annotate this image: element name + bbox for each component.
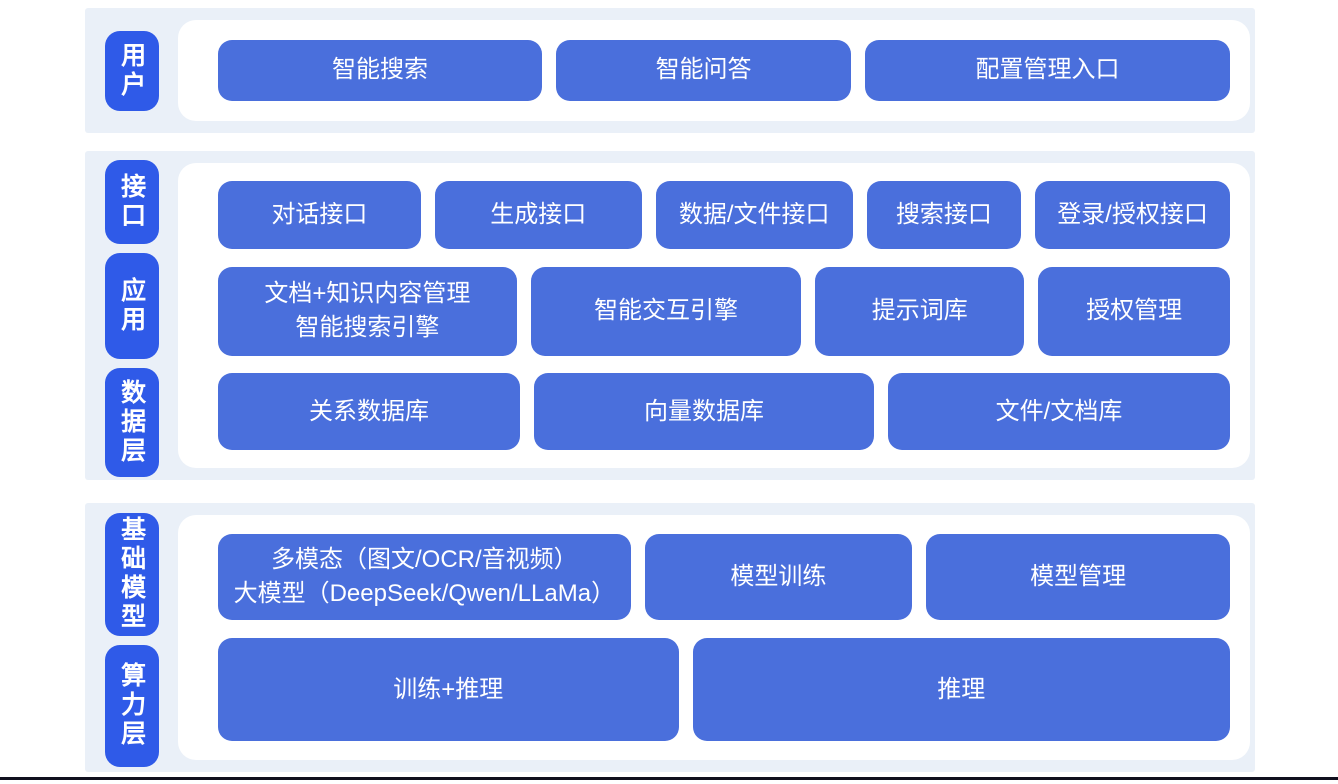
node-data-file-api-label: 数据/文件接口: [678, 200, 830, 228]
layer-label-compute-text: 算力层: [117, 662, 146, 750]
node-vector-db: 向量数据库: [534, 373, 874, 451]
node-prompt-library-label: 提示词库: [871, 296, 968, 324]
node-smart-qa: 智能问答: [556, 40, 852, 101]
node-file-doc-store-label: 文件/文档库: [995, 397, 1123, 425]
node-smart-search-label: 智能搜索: [332, 56, 428, 84]
layer-label-application: 应用: [104, 252, 159, 360]
foundation-compute-card: 多模态（图文/OCR/音视频） 大模型（DeepSeek/Qwen/LLaMa）…: [178, 515, 1250, 760]
node-doc-knowledge-search-engine-label: 文档+知识内容管理 智能搜索引擎: [264, 279, 471, 341]
layer-label-foundation-model: 基础模型: [104, 513, 159, 636]
node-generation-api-label: 生成接口: [490, 200, 587, 228]
node-file-doc-store: 文件/文档库: [888, 373, 1230, 451]
data-row: 关系数据库 向量数据库 文件/文档库: [218, 373, 1230, 451]
node-interactive-engine-label: 智能交互引擎: [594, 296, 739, 324]
node-config-mgmt-entry: 配置管理入口: [865, 40, 1230, 101]
foundation-compute-rail: 基础模型 算力层: [85, 503, 178, 772]
section-user-layer: 用户 智能搜索 智能问答 配置管理入口: [85, 8, 1255, 133]
section-foundation-compute: 基础模型 算力层 多模态（图文/OCR/音视频） 大模型（DeepSeek/Qw…: [85, 503, 1255, 772]
layer-label-foundation-model-text: 基础模型: [117, 516, 146, 633]
node-search-api-label: 搜索接口: [895, 200, 992, 228]
layer-label-compute: 算力层: [104, 644, 159, 767]
node-generation-api: 生成接口: [434, 180, 642, 249]
node-authorization-mgmt: 授权管理: [1038, 266, 1230, 356]
node-data-file-api: 数据/文件接口: [655, 180, 853, 249]
layer-label-data-text: 数据层: [117, 379, 146, 467]
interface-app-data-rail: 接口 应用 数据层: [85, 151, 178, 480]
layer-label-user-text: 用户: [117, 41, 146, 100]
node-prompt-library: 提示词库: [815, 266, 1025, 356]
application-row: 文档+知识内容管理 智能搜索引擎 智能交互引擎 提示词库 授权管理: [218, 266, 1230, 356]
node-login-auth-api-label: 登录/授权接口: [1057, 200, 1208, 228]
node-relational-db-label: 关系数据库: [309, 397, 429, 425]
node-dialog-api: 对话接口: [218, 180, 421, 249]
node-interactive-engine: 智能交互引擎: [530, 266, 802, 356]
node-smart-search: 智能搜索: [218, 40, 543, 101]
node-config-mgmt-entry-label: 配置管理入口: [975, 56, 1120, 84]
layer-label-interface: 接口: [104, 160, 159, 244]
layer-label-user: 用户: [104, 30, 159, 111]
bottom-border-line: [0, 777, 1338, 780]
layer-label-data: 数据层: [104, 368, 159, 477]
foundation-model-row: 多模态（图文/OCR/音视频） 大模型（DeepSeek/Qwen/LLaMa）…: [218, 533, 1230, 620]
user-layer-card: 智能搜索 智能问答 配置管理入口: [178, 20, 1250, 121]
node-smart-qa-label: 智能问答: [655, 56, 752, 84]
node-model-training-label: 模型训练: [730, 562, 827, 590]
user-layer-rail: 用户: [85, 8, 178, 133]
compute-row: 训练+推理 推理: [218, 638, 1230, 742]
node-model-training: 模型训练: [644, 533, 913, 620]
node-training-inference: 训练+推理: [218, 638, 679, 742]
node-inference: 推理: [692, 638, 1230, 742]
node-multimodal-llm-label: 多模态（图文/OCR/音视频） 大模型（DeepSeek/Qwen/LLaMa）: [233, 545, 616, 607]
interface-app-data-card: 对话接口 生成接口 数据/文件接口 搜索接口 登录/授权接口 文档+知识内容管理…: [178, 163, 1250, 468]
node-doc-knowledge-search-engine: 文档+知识内容管理 智能搜索引擎: [218, 266, 517, 356]
node-login-auth-api: 登录/授权接口: [1035, 180, 1230, 249]
node-training-inference-label: 训练+推理: [393, 675, 504, 703]
layer-label-application-text: 应用: [117, 277, 146, 336]
user-layer-row: 智能搜索 智能问答 配置管理入口: [218, 40, 1230, 101]
layer-label-interface-text: 接口: [117, 172, 146, 231]
node-multimodal-llm: 多模态（图文/OCR/音视频） 大模型（DeepSeek/Qwen/LLaMa）: [218, 533, 631, 620]
node-relational-db: 关系数据库: [218, 373, 520, 451]
node-vector-db-label: 向量数据库: [644, 397, 764, 425]
section-interface-app-data: 接口 应用 数据层 对话接口 生成接口 数据/文件接口 搜: [85, 151, 1255, 480]
node-search-api: 搜索接口: [866, 180, 1022, 249]
node-model-mgmt: 模型管理: [926, 533, 1230, 620]
node-inference-label: 推理: [937, 675, 986, 703]
node-model-mgmt-label: 模型管理: [1030, 562, 1127, 590]
node-dialog-api-label: 对话接口: [271, 200, 368, 228]
node-authorization-mgmt-label: 授权管理: [1086, 296, 1183, 324]
interface-row: 对话接口 生成接口 数据/文件接口 搜索接口 登录/授权接口: [218, 180, 1230, 249]
